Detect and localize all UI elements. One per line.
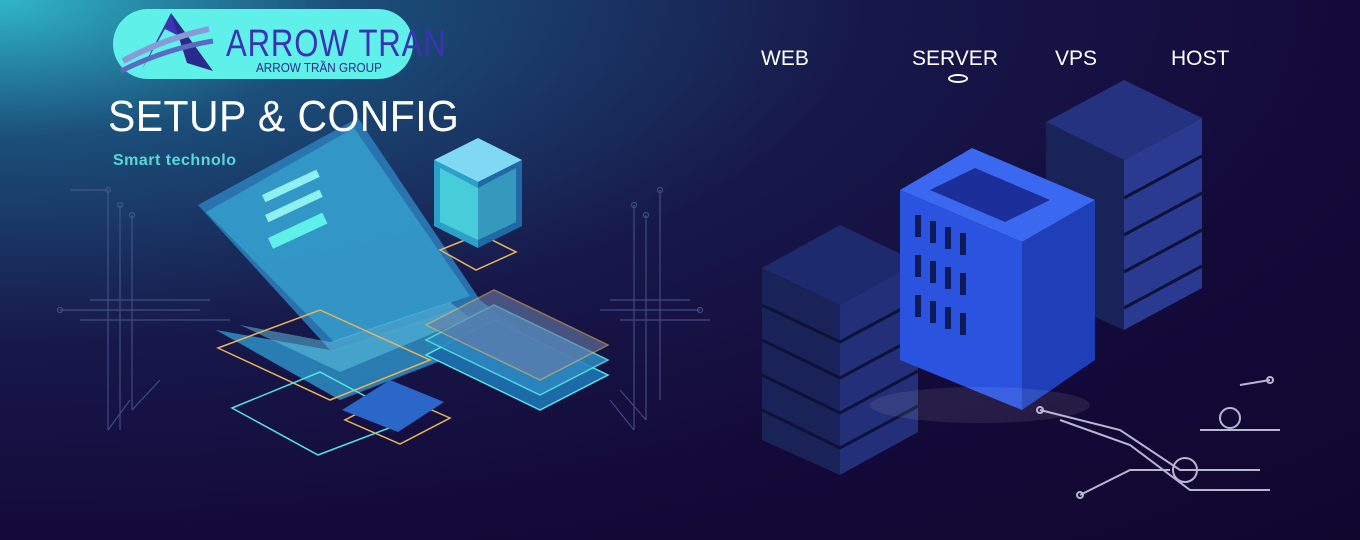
tagline: Smart technolo (113, 152, 237, 169)
logo-arrow-icon (119, 13, 214, 74)
phone-illustration (342, 380, 444, 432)
nav-item-host[interactable]: HOST (1171, 47, 1230, 70)
circuit-lines-left (56, 186, 710, 431)
nav-item-web[interactable]: WEB (761, 47, 809, 70)
brand-logo-badge[interactable]: ARROW TRAN ARROW TRẦN GROUP (113, 9, 446, 79)
server-tower-icon (870, 148, 1095, 423)
tablet-illustration (424, 289, 610, 411)
server-rack-left (761, 225, 919, 475)
active-nav-indicator (948, 74, 968, 83)
page-title: SETUP & CONFIG (108, 92, 460, 141)
nav-item-vps[interactable]: VPS (1055, 47, 1098, 70)
nav-item-server[interactable]: SERVER (912, 47, 998, 70)
circuit-board-icon (1036, 376, 1280, 499)
brand-group: ARROW TRẦN GROUP (256, 60, 382, 75)
brand-name: ARROW TRAN (226, 23, 447, 65)
data-cube-icon (434, 138, 522, 248)
